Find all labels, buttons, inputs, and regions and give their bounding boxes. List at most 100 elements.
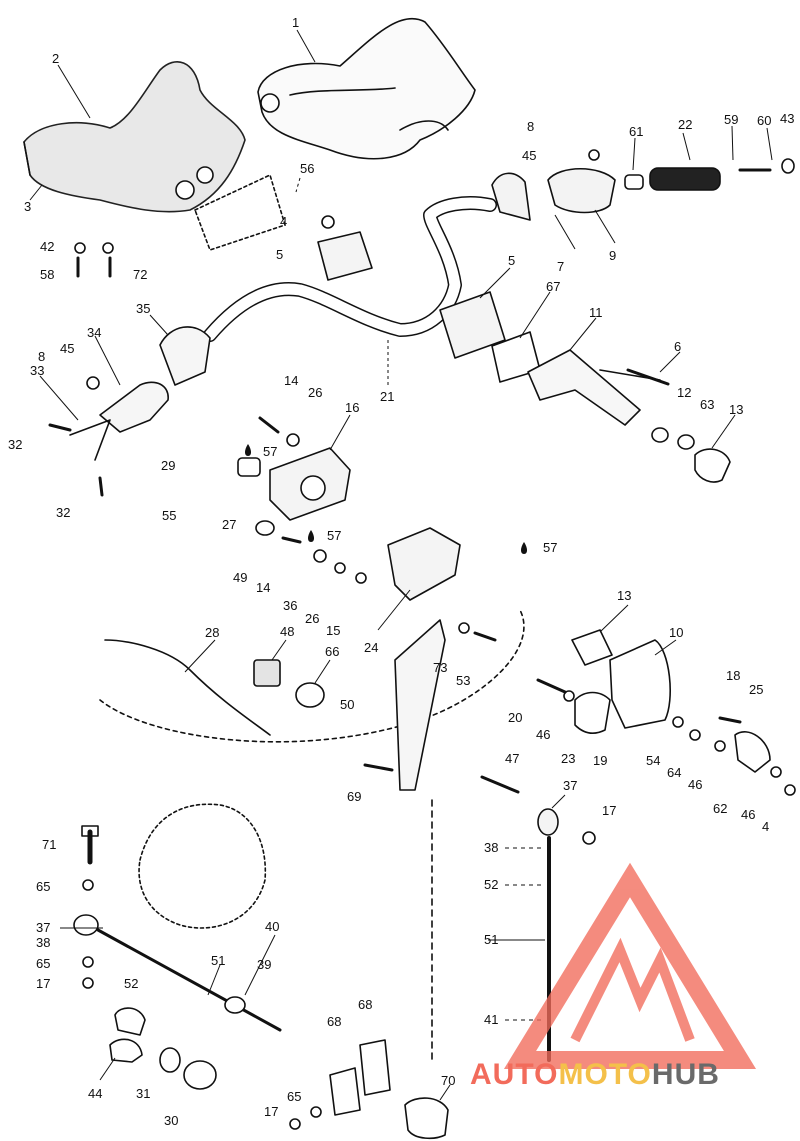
callout-label: 15 — [326, 623, 341, 638]
callout-label: 56 — [300, 161, 315, 176]
callout-label: 58 — [40, 267, 55, 282]
callout-label: 63 — [700, 397, 715, 412]
callout-label: 46 — [741, 807, 756, 822]
callout-label: 27 — [222, 517, 237, 532]
callout-label: 45 — [60, 341, 75, 356]
callout-label: 43 — [780, 111, 795, 126]
callout-label: 26 — [308, 385, 323, 400]
callout-label: 57 — [543, 540, 558, 555]
callout-label: 65 — [36, 956, 51, 971]
callout-label: 32 — [56, 505, 71, 520]
callout-label: 23 — [561, 751, 576, 766]
callout-label: 42 — [40, 239, 55, 254]
callout-label: 13 — [617, 588, 632, 603]
callout-label: 61 — [629, 124, 644, 139]
callout-label: 46 — [536, 727, 551, 742]
callout-label: 25 — [749, 682, 764, 697]
callout-label: 57 — [263, 444, 278, 459]
callout-label: 36 — [283, 598, 298, 613]
callout-label: 16 — [345, 400, 360, 415]
callout-label: 8 — [38, 349, 46, 364]
callout-label: 39 — [257, 957, 272, 972]
callout-label: 70 — [441, 1073, 456, 1088]
callout-label: 71 — [42, 837, 57, 852]
callout-label: 64 — [667, 765, 682, 780]
callout-label: 33 — [30, 363, 45, 378]
callout-label: 48 — [280, 624, 295, 639]
watermark-text-moto: MOTO — [558, 1058, 652, 1091]
callout-label: 47 — [505, 751, 520, 766]
callout-label: 65 — [287, 1089, 302, 1104]
callout-label: 66 — [325, 644, 340, 659]
callout-label: 7 — [557, 259, 565, 274]
callout-label: 44 — [88, 1086, 103, 1101]
callout-label: 55 — [162, 508, 177, 523]
callout-label: 17 — [602, 803, 617, 818]
callout-label: 49 — [233, 570, 248, 585]
callout-label: 73 — [433, 660, 448, 675]
callout-label: 17 — [36, 976, 51, 991]
callout-label: 46 — [688, 777, 703, 792]
callout-label: 2 — [52, 51, 60, 66]
callout-label: 18 — [726, 668, 741, 683]
callout-label: 30 — [164, 1113, 179, 1128]
callout-label: 69 — [347, 789, 362, 804]
callout-label: 35 — [136, 301, 151, 316]
callout-label: 72 — [133, 267, 148, 282]
callout-label: 38 — [484, 840, 499, 855]
foam-pad-shape — [23, 61, 246, 213]
callout-label: 28 — [205, 625, 220, 640]
callout-label: 65 — [36, 879, 51, 894]
callout-label: 24 — [364, 640, 379, 655]
callout-label: 17 — [264, 1104, 279, 1119]
callout-label: 12 — [677, 385, 692, 400]
callout-label: 67 — [546, 279, 561, 294]
watermark-text-hub: HUB — [651, 1058, 720, 1091]
callout-label: 37 — [36, 920, 51, 935]
callout-label: 5 — [508, 253, 516, 268]
callout-label: 52 — [484, 877, 499, 892]
callout-label: 53 — [456, 673, 471, 688]
callout-label: 3 — [24, 199, 32, 214]
callout-label: 68 — [327, 1014, 342, 1029]
callout-label: 10 — [669, 625, 684, 640]
callout-label: 31 — [136, 1086, 151, 1101]
callout-label: 20 — [508, 710, 523, 725]
callout-label: 14 — [256, 580, 271, 595]
watermark-text: AUTOMOTOHUB — [470, 1058, 720, 1092]
callout-label: 13 — [729, 402, 744, 417]
callout-label: 14 — [284, 373, 299, 388]
watermark-text-auto: AUTO — [470, 1058, 559, 1091]
callout-label: 50 — [340, 697, 355, 712]
callout-label: 38 — [36, 935, 51, 950]
callout-label: 59 — [724, 112, 739, 127]
callout-label: 1 — [292, 15, 300, 30]
callout-label: 19 — [593, 753, 608, 768]
callout-label: 4 — [280, 214, 288, 229]
callout-label: 11 — [589, 305, 603, 320]
callout-label: 5 — [276, 247, 284, 262]
callout-label: 22 — [678, 117, 693, 132]
callout-label: 51 — [211, 953, 226, 968]
callout-label: 62 — [713, 801, 728, 816]
callout-label: 41 — [484, 1012, 499, 1027]
callout-label: 21 — [380, 389, 395, 404]
callout-label: 29 — [161, 458, 176, 473]
callout-label: 45 — [522, 148, 537, 163]
callout-label: 60 — [757, 113, 772, 128]
callout-label: 32 — [8, 437, 23, 452]
callout-label: 4 — [762, 819, 770, 834]
callout-label: 37 — [563, 778, 578, 793]
callout-label: 34 — [87, 325, 102, 340]
callout-label: 57 — [327, 528, 342, 543]
cover-shape — [257, 17, 476, 160]
callout-label: 8 — [527, 119, 535, 134]
callout-label: 9 — [609, 248, 617, 263]
callout-label: 6 — [674, 339, 682, 354]
callout-label: 52 — [124, 976, 139, 991]
callout-label: 40 — [265, 919, 280, 934]
callout-label: 54 — [646, 753, 661, 768]
